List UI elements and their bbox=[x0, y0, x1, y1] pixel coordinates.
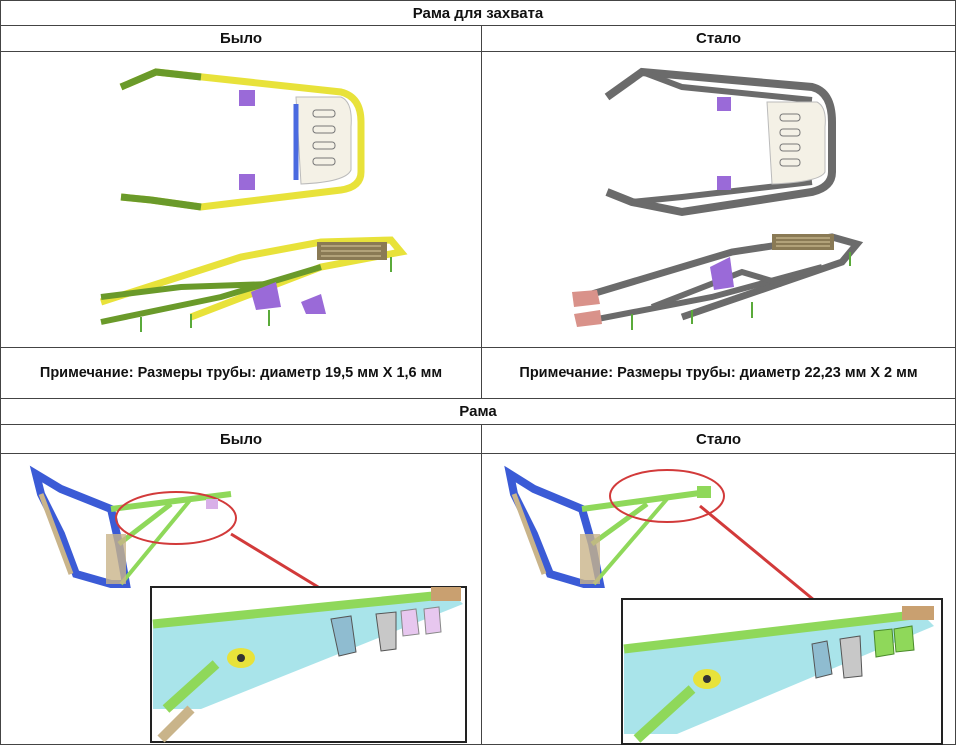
col-header-before: Было bbox=[0, 25, 482, 52]
image-grab-frame-before bbox=[0, 51, 482, 348]
col-header-after-frame: Стало bbox=[481, 424, 956, 454]
section-title-frame: Рама bbox=[0, 398, 956, 425]
frame-old-illustration bbox=[29, 465, 467, 743]
grab-frame-new-illustration bbox=[572, 67, 864, 330]
grab-frame-old-illustration bbox=[99, 68, 408, 332]
image-grab-frame-after bbox=[481, 51, 956, 348]
section-title-grab-frame: Рама для захвата bbox=[0, 0, 956, 26]
image-frame-before bbox=[0, 453, 482, 745]
frame-new-illustration bbox=[504, 465, 943, 745]
col-header-after: Стало bbox=[481, 25, 956, 52]
note-before: Примечание: Размеры трубы: диаметр 19,5 … bbox=[0, 347, 482, 399]
note-after: Примечание: Размеры трубы: диаметр 22,23… bbox=[481, 347, 956, 399]
col-header-before-frame: Было bbox=[0, 424, 482, 454]
image-frame-after bbox=[481, 453, 956, 745]
